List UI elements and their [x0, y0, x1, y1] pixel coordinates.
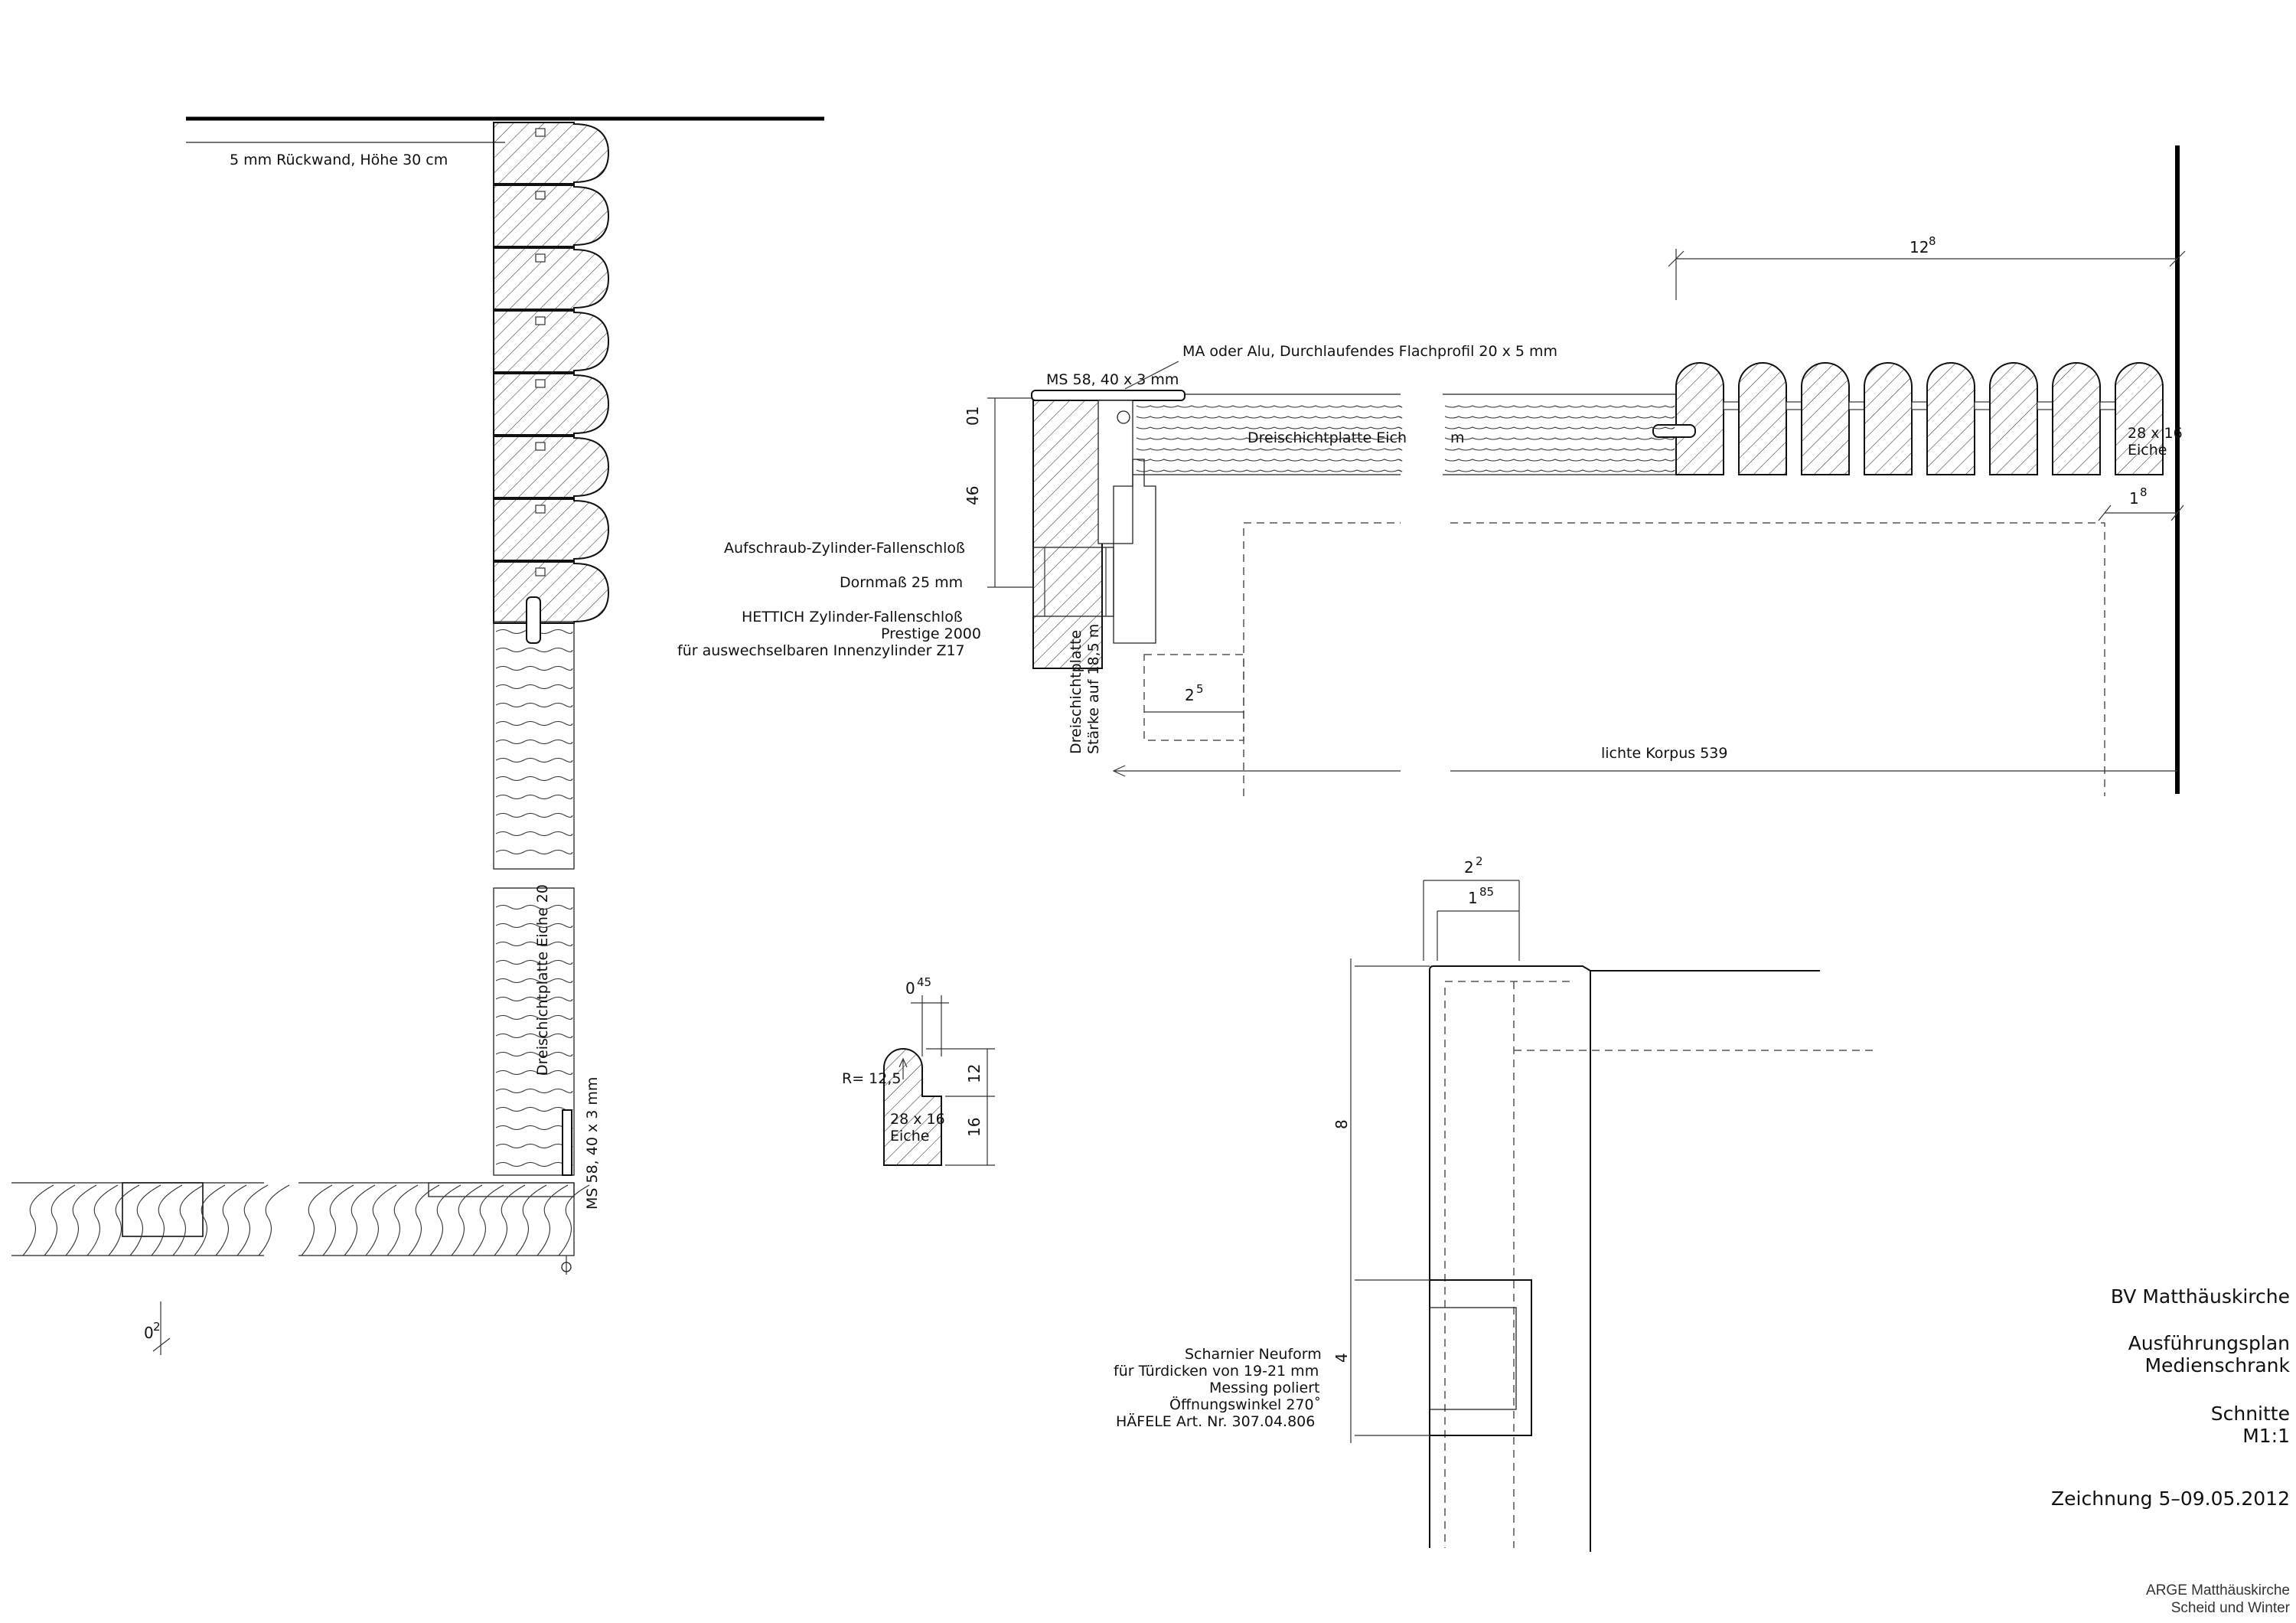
brass-profile-note: MS 58, 40 x 3 mm — [1046, 371, 1179, 388]
plan-type: Ausführungsplan — [2128, 1332, 2290, 1354]
profile-material-label: Eiche — [890, 1128, 929, 1145]
oak-bead — [493, 498, 610, 561]
hinge-dim-8: 8 — [1332, 1119, 1351, 1129]
view-name: Schnitte — [2211, 1403, 2290, 1425]
bottom-board-grain — [22, 1184, 590, 1256]
hinge-dim-185: 1 — [1468, 889, 1478, 907]
hinge-dim-22: 2 — [1464, 858, 1474, 877]
lock-label-3: HETTICH Zylinder-Fallenschloß — [742, 609, 963, 625]
hinge-dim-22-sup: 2 — [1476, 854, 1483, 868]
hinge-label-5: HÄFELE Art. Nr. 307.04.806 — [1116, 1412, 1315, 1430]
lock-label-1: Aufschraub-Zylinder-Fallenschloß — [724, 540, 965, 557]
panel-label: Dreischichtplatte Eich — [1247, 429, 1407, 446]
brass-profile-label: MS 58, 40 x 3 mm — [584, 1077, 601, 1210]
gap-dim-sup: 2 — [153, 1320, 161, 1334]
panel-label-tail: m — [1450, 429, 1465, 446]
profile-dim-12: 12 — [965, 1064, 983, 1083]
dim-top: 12 — [1910, 238, 1929, 256]
oak-bead — [1675, 362, 1724, 475]
door-vertical-label-1: Dreischichtplatte — [1068, 630, 1084, 754]
left-oak-beads — [493, 122, 610, 624]
office-name-2: Scheid und Winter — [2171, 1600, 2291, 1616]
profile-dim-top: 0 — [905, 979, 915, 998]
left-section: 5 mm Rückwand, Höhe 30 cm Dreischichtpla… — [11, 116, 824, 1355]
lock-label-5: für auswechselbaren Innenzylinder Z17 — [677, 642, 965, 659]
profile-dim-16: 16 — [965, 1118, 983, 1137]
oak-bead — [493, 373, 610, 436]
office-name-1: ARGE Matthäuskirche — [2146, 1582, 2290, 1599]
object-name: Medienschrank — [2144, 1354, 2290, 1376]
top-oak-beads — [1675, 362, 2164, 475]
oak-bead — [493, 247, 610, 310]
dim-25: 2 — [1185, 686, 1195, 704]
oak-size-label: 28 x 16 — [2128, 425, 2183, 442]
dim-right: 1 — [2129, 489, 2139, 508]
oak-label: Eiche — [2128, 442, 2167, 459]
oak-bead — [1989, 362, 2038, 475]
gap-dim: 0 — [144, 1324, 154, 1342]
rear-wall-note: 5 mm Rückwand, Höhe 30 cm — [230, 152, 448, 168]
oak-bead — [493, 310, 610, 373]
dim-01: 01 — [964, 407, 982, 426]
radius-label: R= 12,5 — [842, 1070, 901, 1087]
lock-label-4: Prestige 2000 — [881, 625, 981, 642]
hinge-label-1: Scharnier Neuform — [1185, 1346, 1322, 1363]
dim-top-sup: 8 — [1929, 234, 1936, 248]
panel-vertical-label: Dreischichtplatte Eiche 20 — [534, 884, 551, 1076]
oak-bead — [493, 122, 610, 185]
profile-size-label: 28 x 16 — [890, 1111, 945, 1128]
dim-46: 46 — [964, 486, 982, 505]
profile-detail: R= 12,5 28 x 16 Eiche 0 45 12 16 — [842, 975, 995, 1166]
oak-bead — [493, 561, 610, 624]
top-panel-grain — [1136, 405, 1675, 472]
oak-bead — [2052, 362, 2101, 475]
hinge-section: 2 2 1 85 8 4 Scharnier Neuform für Türdi… — [1114, 854, 1874, 1552]
oak-bead — [1738, 362, 1787, 475]
title-block: BV Matthäuskirche Ausführungsplan Medien… — [2051, 1285, 2291, 1616]
hinge-label-3: Messing poliert — [1209, 1380, 1320, 1396]
flat-profile-note: MA oder Alu, Durchlaufendes Flachprofil … — [1182, 343, 1557, 360]
oak-bead — [1926, 362, 1975, 475]
dim-25-sup: 5 — [1196, 682, 1204, 696]
door-vertical-label-2: Stärke auf 18,5 m — [1085, 624, 1102, 754]
project-title: BV Matthäuskirche — [2111, 1285, 2290, 1308]
dim-right-sup: 8 — [2140, 485, 2148, 499]
profile-dim-top-sup: 45 — [917, 975, 931, 989]
lock-label-2: Dornmaß 25 mm — [840, 574, 963, 591]
hinge-label-2: für Türdicken von 19-21 mm — [1114, 1363, 1319, 1380]
hinge-dim-4: 4 — [1332, 1353, 1351, 1363]
scale: M1:1 — [2242, 1425, 2290, 1447]
hinge-dim-185-sup: 85 — [1479, 885, 1494, 899]
top-section: 12 8 28 x 16 Eiche Dreischichtplatte Eic… — [677, 145, 2186, 796]
oak-bead — [1801, 362, 1850, 475]
hinge-label-4: Öffnungswinkel 270˚ — [1169, 1396, 1321, 1413]
clear-width-label: lichte Korpus 539 — [1601, 745, 1727, 762]
oak-bead — [1864, 362, 1913, 475]
oak-bead — [493, 436, 610, 498]
oak-bead — [493, 185, 610, 247]
oak-bead — [2115, 362, 2164, 475]
drawing-number: Zeichnung 5–09.05.2012 — [2051, 1487, 2290, 1510]
